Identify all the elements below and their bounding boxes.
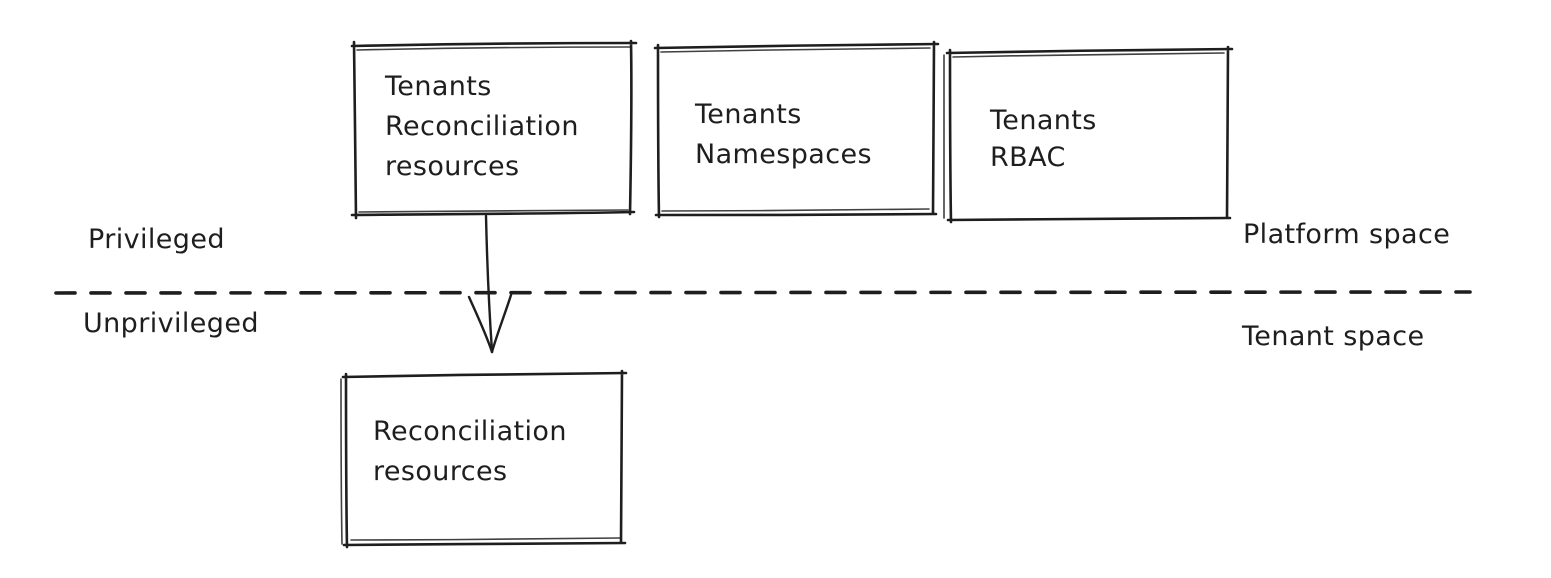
box-tenants-reconciliation-resources [350,39,638,220]
box-label-line: resources [373,456,508,487]
box-reconciliation-resources [340,369,628,549]
box-label-line: RBAC [990,142,1066,173]
zone-label-privileged: Privileged [88,224,225,255]
box-label-reconciliation-resources: Reconciliation resources [373,412,567,492]
zone-label-unprivileged: Unprivileged [83,308,259,339]
privilege-boundary-line [54,290,1472,295]
box-label-line: Tenants [385,71,492,102]
zone-label-tenant-space: Tenant space [1242,321,1425,352]
zone-label-platform-space: Platform space [1243,219,1451,250]
box-label-line: Tenants [990,105,1097,136]
box-label-line: Reconciliation [385,111,579,142]
box-tenants-namespaces [653,40,940,219]
box-label-line: Tenants [695,99,802,130]
box-label-line: Namespaces [695,139,872,170]
arrow-tenants-to-tenant-space [467,214,513,354]
box-label-tenants-reconciliation-resources: Tenants Reconciliation resources [385,67,579,187]
box-label-line: Reconciliation [373,416,567,447]
box-label-tenants-rbac: Tenants RBAC [990,102,1097,176]
box-label-line: resources [385,151,520,182]
box-tenants-rbac [943,45,1234,224]
box-label-tenants-namespaces: Tenants Namespaces [695,95,872,175]
